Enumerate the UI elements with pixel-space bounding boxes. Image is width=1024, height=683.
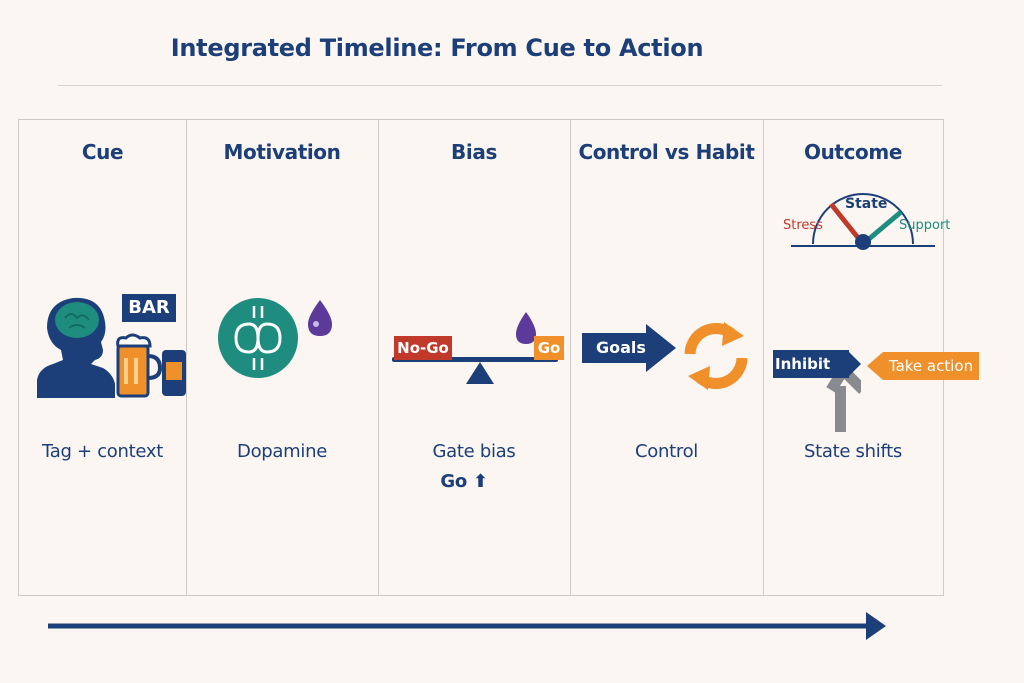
- stage-motivation: Motivation Dopamine: [186, 120, 379, 595]
- brain-head-icon: [37, 297, 115, 398]
- dopamine-molecule-icon: [218, 298, 332, 378]
- beer-glass-icon: [116, 333, 186, 398]
- go-label: Go: [534, 336, 564, 360]
- bar-sign-badge: BAR: [122, 294, 176, 322]
- state-gauge-icon: [791, 193, 935, 250]
- inhibit-label: Inhibit: [773, 350, 849, 378]
- caption-go-increase: Go ⬆: [368, 471, 560, 492]
- no-go-label: No-Go: [394, 336, 452, 360]
- gauge-support-label: Support: [899, 218, 951, 233]
- caption-motivation: Dopamine: [237, 441, 327, 462]
- stage-title-bias: Bias: [451, 140, 497, 164]
- timeline-panel: Cue BAR Tag + context Motivation Dopami: [18, 119, 979, 596]
- caption-bias: Gate bias: [432, 441, 516, 462]
- caption-outcome: State shifts: [803, 441, 902, 462]
- gauge-state-label: State: [845, 196, 888, 212]
- stage-title-outcome: Outcome: [803, 140, 902, 164]
- goals-label: Goals: [596, 338, 646, 357]
- caption-control: Control: [635, 441, 698, 462]
- stage-cue: Cue BAR Tag + context: [19, 120, 187, 595]
- title-divider: [58, 85, 942, 86]
- stage-title-control-vs-habit: Control vs Habit: [578, 140, 755, 164]
- caption-cue: Tag + context: [42, 441, 163, 462]
- gauge-stress-label: Stress: [783, 218, 823, 233]
- stage-outcome: Outcome State Stress Support Inhibit Tak…: [763, 120, 979, 595]
- arrow-up-icon: ⬆: [472, 471, 488, 492]
- goals-arrow-icon: [582, 324, 676, 372]
- stage-title-cue: Cue: [81, 140, 124, 164]
- caption-go-text: Go: [440, 471, 467, 492]
- stage-bias: Bias No-Go Go Gate bias Go ⬆: [378, 120, 571, 595]
- take-action-label: Take action: [883, 352, 979, 380]
- page-title: Integrated Timeline: From Cue to Action: [170, 34, 704, 62]
- habit-loop-icon: [684, 322, 748, 390]
- stage-control-vs-habit: Control vs Habit Goals Control: [570, 120, 764, 595]
- inhibit-arrow-icon: [847, 350, 861, 378]
- action-arrow-icon: [867, 352, 883, 380]
- timeline-arrow: [48, 612, 886, 640]
- stage-title-motivation: Motivation: [223, 140, 341, 164]
